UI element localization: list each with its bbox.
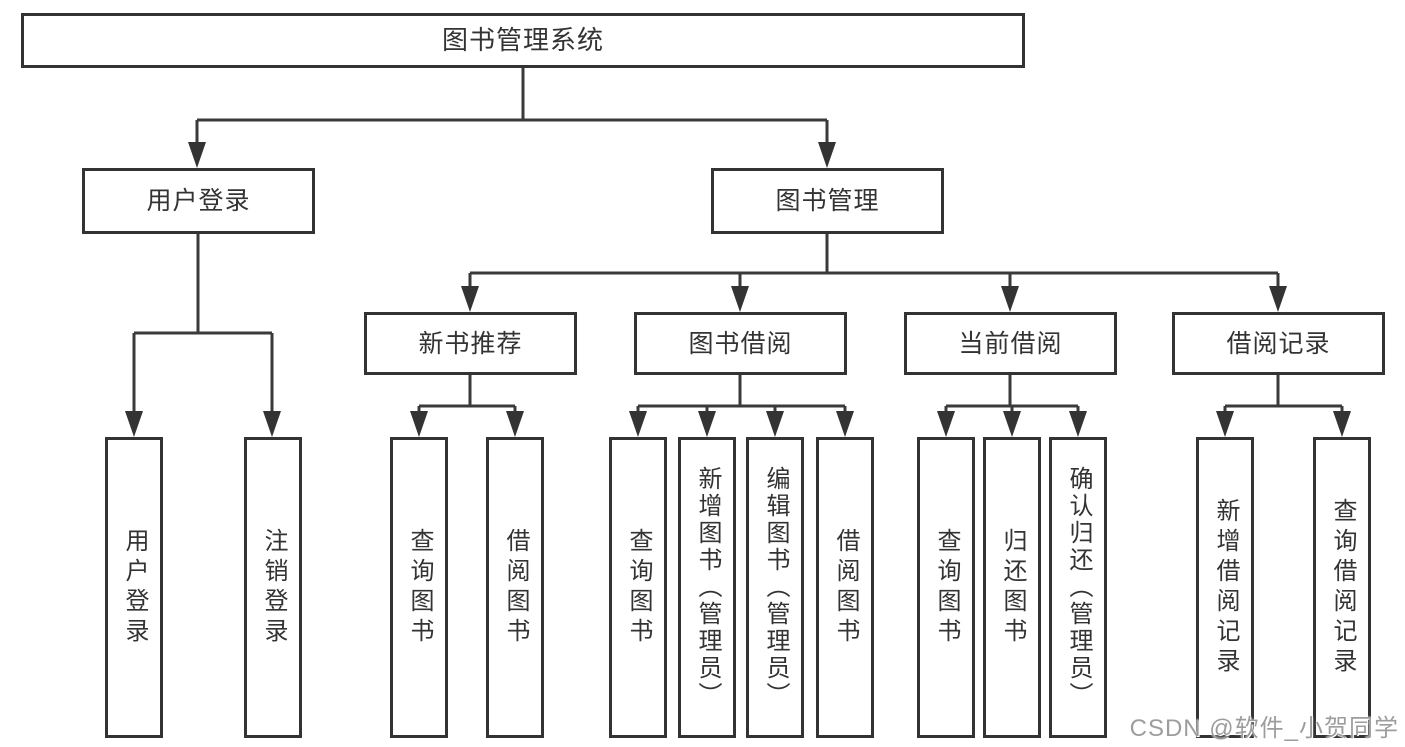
node-borrow-records-label: 借阅记录 [1226, 329, 1331, 358]
leaf-user-login-label: 用户登录 [121, 527, 148, 648]
leaf-query-borrow-record-label: 查询借阅记录 [1329, 497, 1356, 678]
leaf-logout-label: 注销登录 [260, 527, 287, 648]
node-user-login-label: 用户登录 [146, 187, 251, 215]
arrowheads-level1 [188, 142, 836, 168]
arrowheads-new-book-branch [410, 411, 524, 437]
leaf-edit-books-admin: 编辑图书（管理员） [746, 437, 804, 738]
connector-current-borrow-branch [944, 375, 1080, 415]
node-book-borrow-label: 图书借阅 [688, 329, 793, 358]
node-root-system: 图书管理系统 [21, 13, 1025, 68]
leaf-add-books-admin-label: 新增图书（管理员） [694, 466, 721, 709]
csdn-watermark: CSDN @软件_小贺同学 [1129, 715, 1399, 742]
leaf-confirm-return-admin: 确认归还（管理员） [1049, 437, 1107, 738]
leaf-borrow-books-1: 借阅图书 [486, 437, 544, 738]
leaf-logout: 注销登录 [244, 437, 302, 738]
leaf-query-books-1: 查询图书 [390, 437, 448, 738]
connector-user-login-branch [132, 234, 274, 415]
leaf-query-books-2-label: 查询图书 [625, 527, 652, 648]
leaf-query-books-3: 查询图书 [917, 437, 975, 738]
arrowheads-borrow-records-branch [1216, 411, 1351, 437]
leaf-return-books-label: 归还图书 [999, 527, 1026, 648]
leaf-query-borrow-record: 查询借阅记录 [1313, 437, 1371, 738]
leaf-borrow-books-1-label: 借阅图书 [502, 527, 529, 648]
connector-borrow-records-branch [1223, 375, 1344, 415]
arrowheads-book-borrow-branch [629, 411, 854, 437]
leaf-add-books-admin: 新增图书（管理员） [678, 437, 736, 738]
leaf-query-books-1-label: 查询图书 [406, 527, 433, 648]
leaf-confirm-return-admin-label: 确认归还（管理员） [1065, 466, 1092, 709]
node-new-book-recommend-label: 新书推荐 [418, 329, 523, 358]
node-user-login: 用户登录 [82, 168, 315, 234]
arrowheads-current-borrow-branch [937, 411, 1087, 437]
leaf-edit-books-admin-label: 编辑图书（管理员） [762, 466, 789, 709]
connector-new-book-branch [417, 375, 517, 415]
node-new-book-recommend: 新书推荐 [364, 312, 577, 375]
node-book-borrow: 图书借阅 [634, 312, 847, 375]
leaf-add-borrow-record-label: 新增借阅记录 [1212, 497, 1239, 678]
connector-book-borrow-branch [636, 375, 847, 415]
connector-root-to-level1 [195, 68, 829, 146]
node-borrow-records: 借阅记录 [1172, 312, 1385, 375]
leaf-borrow-books-2-label: 借阅图书 [832, 527, 859, 648]
node-root-system-label: 图书管理系统 [441, 24, 604, 55]
node-book-mgmt: 图书管理 [711, 168, 944, 234]
node-book-mgmt-label: 图书管理 [775, 187, 880, 215]
leaf-query-books-2: 查询图书 [609, 437, 667, 738]
node-current-borrow-label: 当前借阅 [958, 329, 1063, 358]
leaf-add-borrow-record: 新增借阅记录 [1196, 437, 1254, 738]
leaf-borrow-books-2: 借阅图书 [816, 437, 874, 738]
arrowheads-user-login-branch [125, 411, 281, 437]
leaf-user-login: 用户登录 [105, 437, 163, 738]
leaf-return-books: 归还图书 [983, 437, 1041, 738]
arrowheads-groups [461, 286, 1287, 312]
leaf-query-books-3-label: 查询图书 [933, 527, 960, 648]
connector-book-mgmt-to-groups [468, 234, 1280, 290]
node-current-borrow: 当前借阅 [904, 312, 1117, 375]
